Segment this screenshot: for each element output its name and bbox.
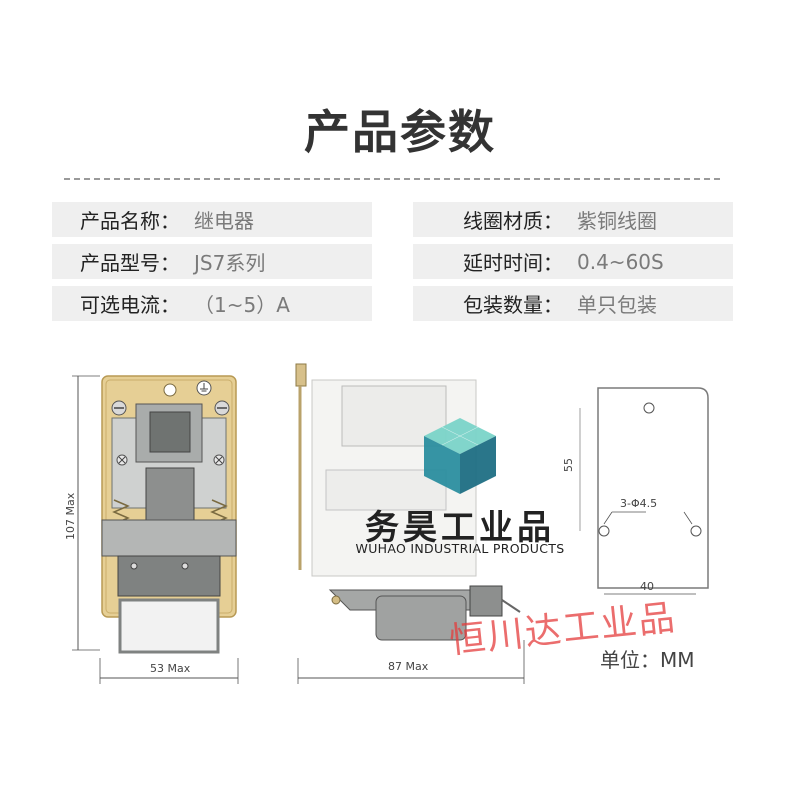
watermark-company-name-en: WUHAO INDUSTRIAL PRODUCTS: [355, 541, 565, 556]
front-height-label: 107 Max: [64, 492, 77, 540]
spec-row-product-name: 产品名称： 继电器: [52, 202, 372, 237]
spec-label: 产品名称：: [80, 209, 180, 233]
mount-height-label: 55: [562, 458, 575, 472]
page-title: 产品参数: [304, 105, 496, 159]
spec-row-current: 可选电流： （1~5）A: [52, 286, 372, 321]
screw-icon: [214, 400, 230, 416]
spec-value: 紫铜线圈: [577, 209, 657, 233]
mount-hole-label: 3-Φ4.5: [620, 497, 657, 510]
spec-row-delay-time: 延时时间： 0.4~60S: [413, 244, 733, 279]
front-view: 107 Max 53 Max: [64, 375, 239, 684]
spec-row-product-model: 产品型号： JS7系列: [52, 244, 372, 279]
mount-width-label: 40: [640, 580, 654, 593]
ground-icon: [196, 380, 212, 396]
spec-label: 延时时间：: [463, 251, 563, 275]
spec-value: （1~5）A: [194, 293, 290, 317]
spec-label: 可选电流：: [80, 293, 180, 317]
spec-value: 0.4~60S: [577, 249, 664, 274]
spec-value: 单只包装: [577, 293, 657, 317]
title-divider: [64, 178, 720, 180]
cube-logo-icon: [424, 418, 496, 494]
watermark-company-name: 务昊工业品: [365, 508, 555, 548]
front-width-label: 53 Max: [150, 662, 191, 675]
spec-label: 线圈材质：: [463, 209, 563, 233]
unit-label: 单位：MM: [600, 648, 695, 672]
screw-icon: [116, 454, 128, 466]
mount-view: 55 3-Φ4.5 40: [562, 387, 709, 595]
spec-row-coil-material: 线圈材质： 紫铜线圈: [413, 202, 733, 237]
spec-value: JS7系列: [194, 251, 266, 275]
side-width-label: 87 Max: [388, 660, 429, 673]
screw-icon: [111, 400, 127, 416]
side-view: 87 Max: [295, 363, 525, 684]
spec-label: 产品型号：: [80, 251, 180, 275]
spec-label: 包装数量：: [463, 293, 563, 317]
screw-icon: [213, 454, 225, 466]
spec-row-packaging: 包装数量： 单只包装: [413, 286, 733, 321]
spec-value: 继电器: [194, 209, 254, 233]
